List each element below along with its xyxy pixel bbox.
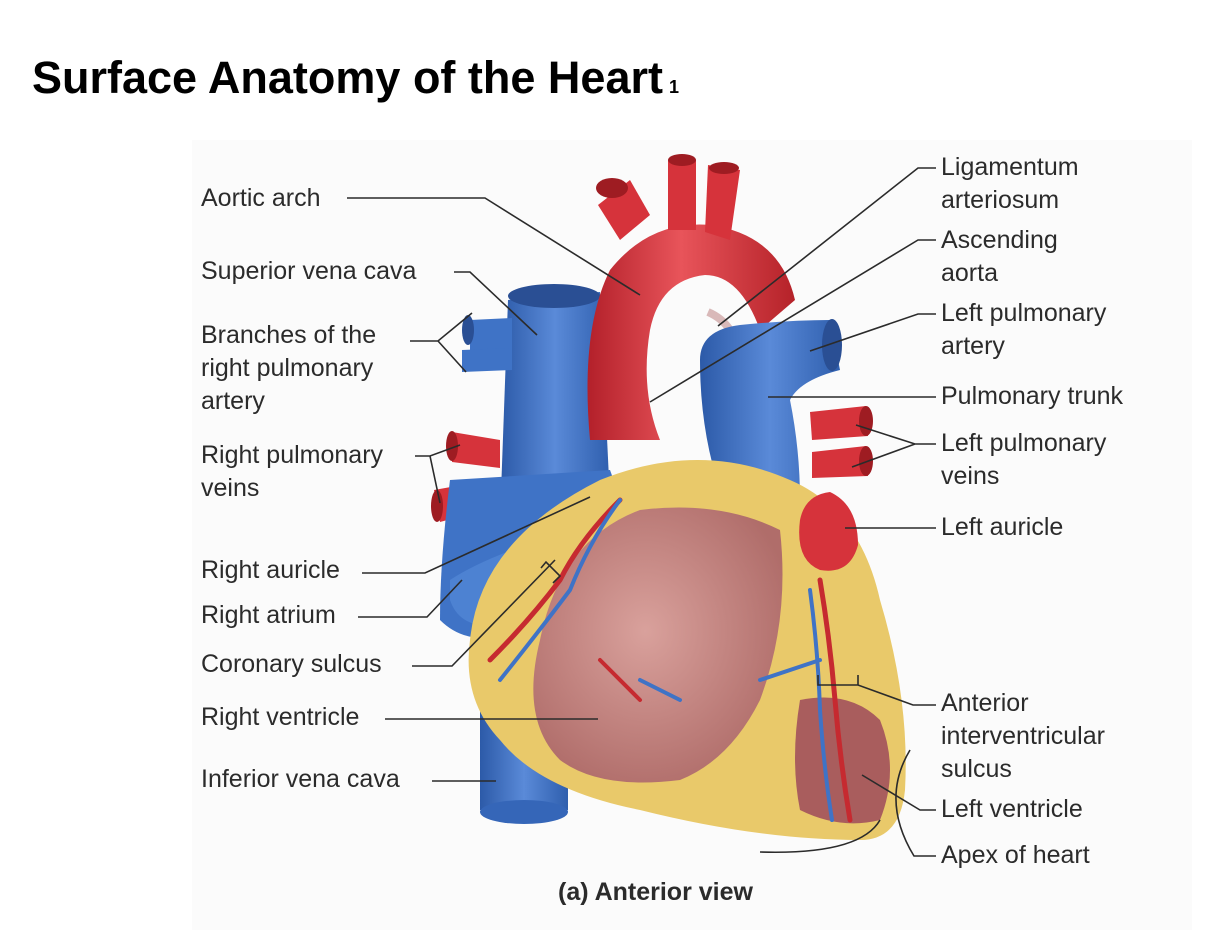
label-left-pulmonary-veins-line-2: veins xyxy=(941,462,1000,490)
leader-left-pulmonary-veins xyxy=(851,424,936,468)
leader-apex-of-heart xyxy=(759,749,936,857)
label-branches-rpa-line-2: right pulmonary xyxy=(201,354,374,382)
label-branches-rpa-line-1: Branches of the xyxy=(201,321,377,349)
leader-aortic-arch xyxy=(347,197,641,296)
aorta-shape xyxy=(587,154,795,440)
label-aortic-arch: Aortic arch xyxy=(201,184,321,212)
label-branches-rpa-line-3: artery xyxy=(201,387,265,415)
figure-caption: (a) Anterior view xyxy=(558,878,753,906)
leader-anterior-iv-sulcus xyxy=(817,675,936,706)
label-anterior-iv-sulcus-line-1: Anterior xyxy=(941,689,1029,717)
label-ascending-aorta-line-2: aorta xyxy=(941,259,998,287)
title-suffix: 1 xyxy=(668,77,679,97)
pulmonary-trunk-shape xyxy=(700,319,842,500)
leader-right-auricle xyxy=(362,496,591,574)
leader-branches-rpa xyxy=(410,312,473,373)
label-right-pulmonary-veins-line-1: Right pulmonary xyxy=(201,441,384,469)
leader-coronary-sulcus xyxy=(412,559,556,667)
label-right-auricle: Right auricle xyxy=(201,556,340,584)
left-auricle-shape xyxy=(799,492,858,571)
leader-right-pulmonary-veins xyxy=(415,444,461,504)
label-left-pulmonary-veins-line-1: Left pulmonary xyxy=(941,429,1107,457)
label-anterior-iv-sulcus-line-2: interventricular xyxy=(941,722,1105,750)
label-right-pulmonary-veins-line-2: veins xyxy=(201,474,260,502)
label-ligamentum-arteriosum-line-1: Ligamentum xyxy=(941,153,1079,181)
leader-ascending-aorta xyxy=(649,239,936,403)
leader-left-ventricle xyxy=(861,774,936,811)
title-text: Surface Anatomy of the Heart xyxy=(32,52,663,103)
leader-ligamentum-arteriosum xyxy=(717,167,936,327)
label-coronary-sulcus: Coronary sulcus xyxy=(201,650,382,678)
ventricles-shape xyxy=(468,460,906,840)
left-pulmonary-veins-shape xyxy=(810,406,873,478)
label-anterior-iv-sulcus-line-3: sulcus xyxy=(941,755,1012,783)
label-left-ventricle: Left ventricle xyxy=(941,795,1083,823)
label-superior-vena-cava: Superior vena cava xyxy=(201,257,417,285)
superior-vena-cava-shape xyxy=(500,284,610,520)
label-left-pulmonary-artery-line-2: artery xyxy=(941,332,1005,360)
leader-lines xyxy=(347,167,936,857)
label-ascending-aorta-line-1: Ascending xyxy=(941,226,1058,254)
label-right-atrium: Right atrium xyxy=(201,601,336,629)
coronary-vessels xyxy=(487,497,853,823)
label-left-auricle: Left auricle xyxy=(941,513,1064,541)
leader-coronary-bracket xyxy=(540,560,562,584)
label-pulmonary-trunk: Pulmonary trunk xyxy=(941,382,1124,410)
label-right-ventricle: Right ventricle xyxy=(201,703,360,731)
label-ligamentum-arteriosum-line-2: arteriosum xyxy=(941,186,1060,214)
leader-superior-vena-cava xyxy=(454,271,538,336)
label-apex-of-heart: Apex of heart xyxy=(941,841,1090,869)
leader-right-atrium xyxy=(358,579,463,618)
right-pulmonary-artery-branches-shape xyxy=(462,315,512,372)
label-inferior-vena-cava: Inferior vena cava xyxy=(201,765,400,793)
leader-left-pulmonary-artery xyxy=(809,313,936,352)
label-left-pulmonary-artery-line-1: Left pulmonary xyxy=(941,299,1107,327)
